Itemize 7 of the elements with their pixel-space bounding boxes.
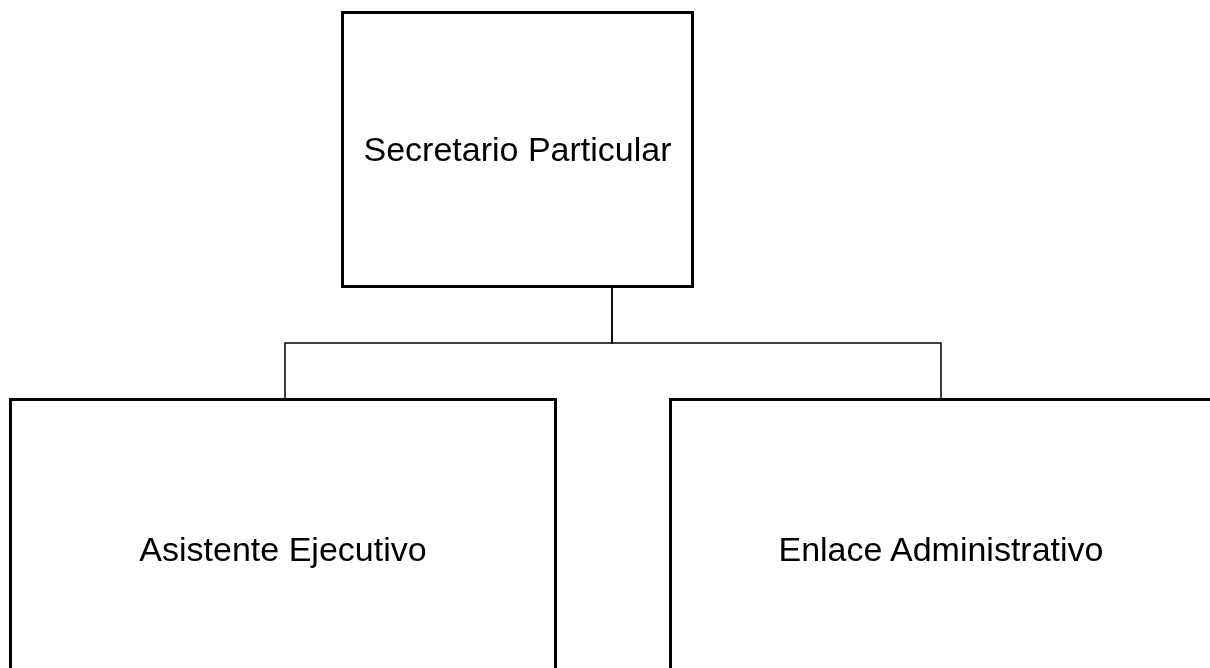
position-box <box>341 11 694 288</box>
position-title: Enlace Administrativo <box>778 530 1104 569</box>
position-title: Asistente Ejecutivo <box>139 530 427 569</box>
position-title: Secretario Particular <box>363 130 672 169</box>
connector-line <box>611 287 942 399</box>
position-box <box>669 398 1210 668</box>
position-box <box>9 398 557 668</box>
